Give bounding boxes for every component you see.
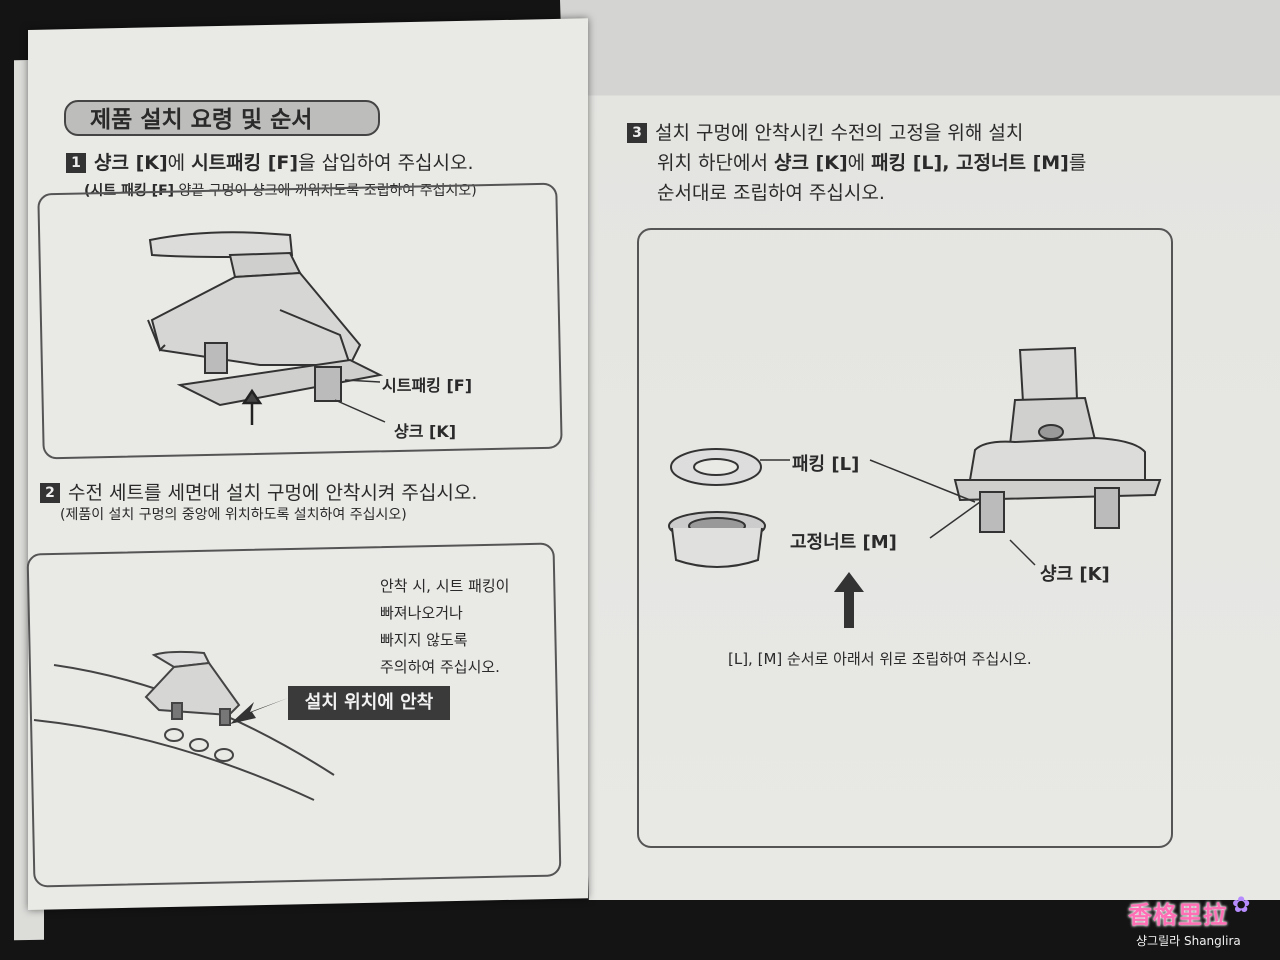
packing-ring-illustration bbox=[670, 448, 762, 486]
install-position-badge: 설치 위치에 안착 bbox=[288, 686, 450, 720]
basin-faucet-illustration bbox=[33, 650, 335, 801]
step3-instruction-line2: 위치 하단에서 샹크 [K]에 패킹 [L], 고정너트 [M]를 bbox=[657, 152, 1087, 174]
step-number-badge: 1 bbox=[66, 153, 86, 173]
install-arrow-icon bbox=[230, 698, 288, 724]
seat-packing-label: 시트패킹 [F] bbox=[382, 376, 473, 395]
fixing-nut-illustration bbox=[668, 511, 766, 568]
page-title: 제품 설치 요령 및 순서 bbox=[64, 100, 380, 136]
step3-instruction-line3: 순서대로 조립하여 주십시오. bbox=[657, 182, 885, 204]
watermark-caption: 샹그릴라 Shanglira bbox=[1136, 934, 1241, 948]
fixing-nut-label: 고정너트 [M] bbox=[790, 532, 897, 553]
packing-label: 패킹 [L] bbox=[792, 454, 860, 475]
step3-leader-lines bbox=[760, 459, 1036, 566]
shank-label-right: 샹크 [K] bbox=[1040, 564, 1110, 585]
watermark-logo-text: 香格里拉 bbox=[1128, 900, 1228, 929]
step3-caption: [L], [M] 순서로 아래서 위로 조립하여 주십시오. bbox=[728, 650, 1032, 668]
step2-subnote: (제품이 설치 구멍의 중앙에 위치하도록 설치하여 주십시오) bbox=[60, 507, 407, 523]
shank-label: 샹크 [K] bbox=[394, 422, 457, 441]
step-number-badge: 2 bbox=[40, 483, 60, 503]
step-number-badge: 3 bbox=[627, 123, 647, 143]
step2-caution-note: 안착 시, 시트 패킹이 빠져나오거나 빠지지 않도록 주의하여 주십시오. bbox=[380, 577, 510, 676]
right-page bbox=[560, 0, 1280, 900]
step1-subnote: (시트 패킹 [F] 양끝 구멍이 샹크에 끼워지도록 조립하여 주십시오) bbox=[84, 183, 477, 199]
step1-leader-lines bbox=[334, 379, 386, 423]
faucet-underside-illustration bbox=[953, 346, 1162, 533]
butterfly-icon: ✿ bbox=[1232, 893, 1251, 918]
step3-illustration-frame bbox=[637, 228, 1173, 848]
faucet-seat-packing-illustration bbox=[147, 231, 384, 425]
up-arrow-icon bbox=[834, 572, 864, 628]
